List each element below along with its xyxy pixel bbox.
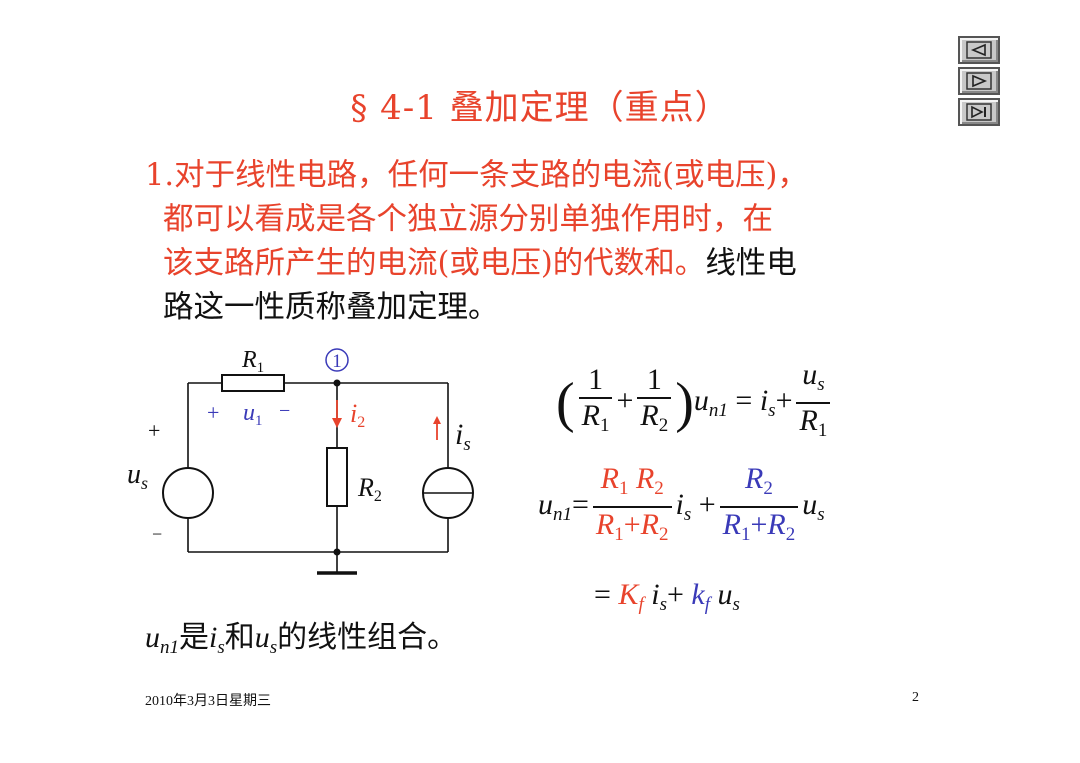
paragraph-line-1: 对于线性电路，任何一条支路的电流(或电压)， xyxy=(174,158,808,193)
page-title: § 4-1 叠加定理（重点） xyxy=(350,88,730,128)
triangle-right-icon xyxy=(966,72,992,90)
slide-nav xyxy=(958,36,1006,129)
node-bottom-dot xyxy=(333,548,341,556)
voltage-source-us xyxy=(162,467,214,519)
footer-date: 2010年3月3日星期三 xyxy=(145,694,271,709)
page-number: 2 xyxy=(912,690,919,705)
prev-slide-button[interactable] xyxy=(958,36,1000,64)
resistor-r1 xyxy=(221,374,285,392)
i2-label: i2 xyxy=(350,399,365,431)
paragraph-line-4: 路这一性质称叠加定理。 xyxy=(163,290,499,325)
conclusion-text: un1是is和us的线性组合。 xyxy=(145,620,458,658)
theorem-paragraph: 1.对于线性电路，任何一条支路的电流(或电压)， 都可以看成是各个独立源分别单独… xyxy=(145,154,935,330)
last-slide-button[interactable] xyxy=(958,98,1000,126)
r1-label: R1 xyxy=(241,347,264,376)
us-plus: + xyxy=(148,418,160,443)
paragraph-line-2: 都可以看成是各个独立源分别单独作用时，在 xyxy=(163,202,773,237)
is-label: is xyxy=(455,418,471,455)
is-arrow-head xyxy=(433,416,441,424)
resistor-r2 xyxy=(326,447,348,507)
us-minus: − xyxy=(152,524,162,544)
paragraph-line-3-red: 该支路所产生的电流(或电压)的代数和。 xyxy=(163,246,706,281)
u1-minus: − xyxy=(279,400,290,422)
node-1-dot xyxy=(333,379,341,387)
item-number: 1. xyxy=(145,158,175,193)
us-label: us xyxy=(127,459,148,493)
i2-arrow-head xyxy=(332,418,342,428)
u1-plus: + xyxy=(207,400,219,425)
paragraph-line-3-black: 线性电 xyxy=(705,246,797,281)
next-slide-button[interactable] xyxy=(958,67,1000,95)
circuit-diagram: 1 R1 + u1 − + − us i2 R2 is xyxy=(127,347,474,575)
equation-coefficient-form: = Kf is+ kf us xyxy=(594,578,740,615)
triangle-left-icon xyxy=(966,41,992,59)
node-1-label: 1 xyxy=(332,351,342,372)
skip-to-end-icon xyxy=(966,103,992,121)
u1-label: u1 xyxy=(243,400,263,429)
node-1-circle xyxy=(325,348,349,372)
r2-label: R2 xyxy=(357,473,382,505)
